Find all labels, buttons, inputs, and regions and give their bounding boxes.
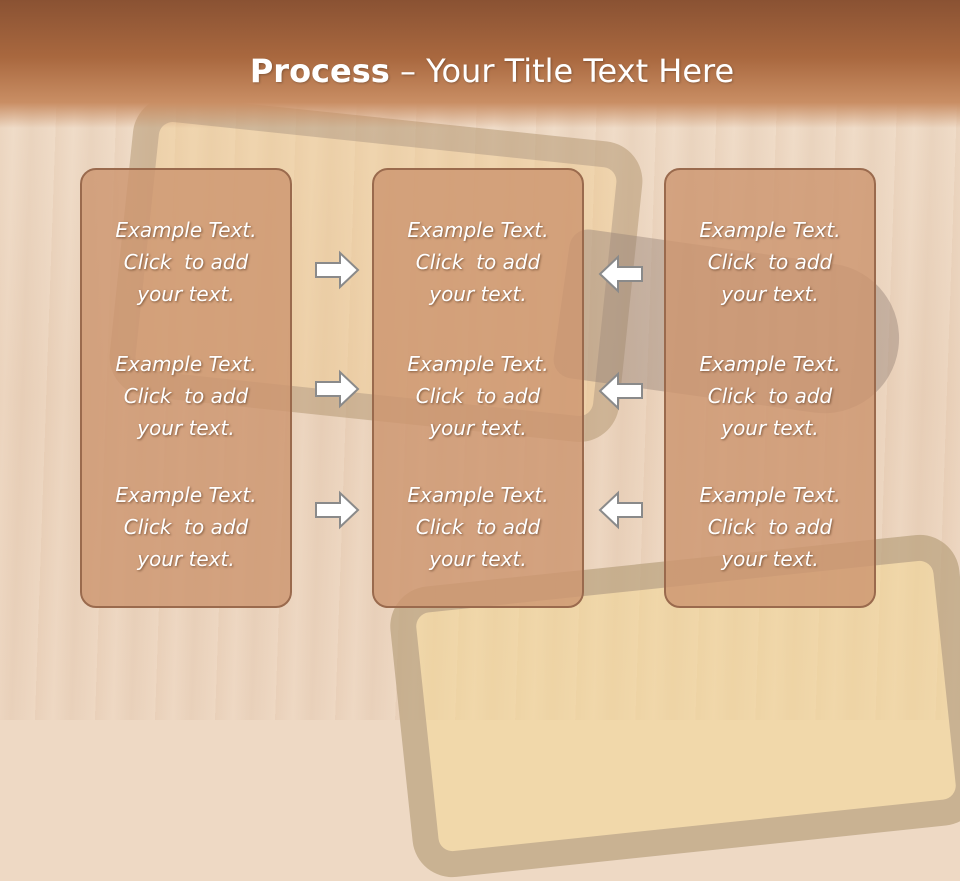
text-line: your text. xyxy=(137,547,235,571)
text-placeholder[interactable]: Example Text. Click to add your text. xyxy=(666,348,874,444)
text-line: Click to add xyxy=(707,250,833,274)
text-line: Click to add xyxy=(707,515,833,539)
text-placeholder[interactable]: Example Text. Click to add your text. xyxy=(666,214,874,310)
text-line: your text. xyxy=(721,416,819,440)
text-line: your text. xyxy=(429,547,527,571)
right-arrow-icon xyxy=(315,250,360,290)
right-arrow-icon xyxy=(315,490,360,530)
text-line: Click to add xyxy=(415,515,541,539)
left-arrow-icon xyxy=(598,371,643,411)
text-line: Example Text. xyxy=(699,483,841,507)
text-line: your text. xyxy=(137,282,235,306)
process-box-1[interactable]: Example Text. Click to add your text. Ex… xyxy=(80,168,292,608)
text-line: Click to add xyxy=(707,384,833,408)
slide-title[interactable]: Process – Your Title Text Here xyxy=(0,52,960,90)
text-line: Click to add xyxy=(415,250,541,274)
text-line: Click to add xyxy=(123,515,249,539)
title-bold: Process xyxy=(249,52,390,90)
text-line: Example Text. xyxy=(115,483,257,507)
text-line: Click to add xyxy=(123,250,249,274)
text-placeholder[interactable]: Example Text. Click to add your text. xyxy=(374,214,582,310)
text-placeholder[interactable]: Example Text. Click to add your text. xyxy=(82,479,290,575)
text-placeholder[interactable]: Example Text. Click to add your text. xyxy=(374,348,582,444)
text-line: your text. xyxy=(429,416,527,440)
text-line: Example Text. xyxy=(115,352,257,376)
title-banner xyxy=(0,0,960,128)
process-box-3[interactable]: Example Text. Click to add your text. Ex… xyxy=(664,168,876,608)
text-line: your text. xyxy=(137,416,235,440)
text-line: Example Text. xyxy=(699,218,841,242)
text-placeholder[interactable]: Example Text. Click to add your text. xyxy=(82,348,290,444)
text-placeholder[interactable]: Example Text. Click to add your text. xyxy=(666,479,874,575)
text-line: Example Text. xyxy=(115,218,257,242)
left-arrow-icon xyxy=(598,490,643,530)
text-line: Click to add xyxy=(123,384,249,408)
text-placeholder[interactable]: Example Text. Click to add your text. xyxy=(82,214,290,310)
right-arrow-icon xyxy=(315,369,360,409)
title-rest: – Your Title Text Here xyxy=(389,52,735,90)
process-box-2[interactable]: Example Text. Click to add your text. Ex… xyxy=(372,168,584,608)
text-line: Click to add xyxy=(415,384,541,408)
left-arrow-icon xyxy=(598,254,643,294)
text-line: Example Text. xyxy=(407,352,549,376)
text-line: your text. xyxy=(429,282,527,306)
text-line: Example Text. xyxy=(407,218,549,242)
text-placeholder[interactable]: Example Text. Click to add your text. xyxy=(374,479,582,575)
text-line: your text. xyxy=(721,547,819,571)
text-line: your text. xyxy=(721,282,819,306)
text-line: Example Text. xyxy=(407,483,549,507)
text-line: Example Text. xyxy=(699,352,841,376)
